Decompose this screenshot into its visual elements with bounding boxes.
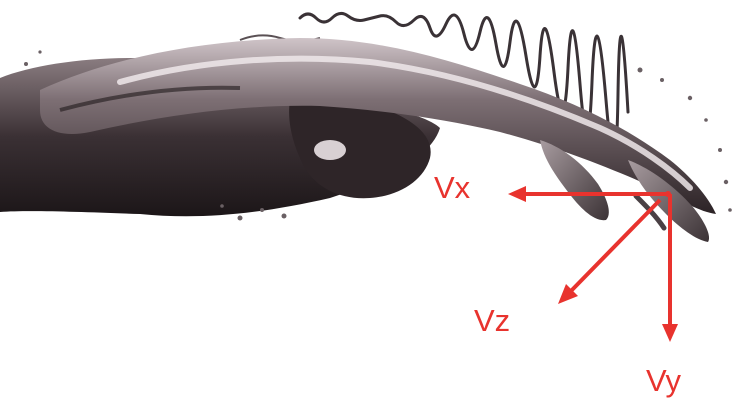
vz-label: Vz: [474, 303, 510, 338]
vy-label: Vy: [646, 363, 682, 398]
vz-arrow-shaft: [570, 200, 660, 292]
vy-arrow-head: [662, 324, 678, 342]
vx-label: Vx: [434, 170, 471, 205]
swimmer-illustration: [0, 13, 732, 242]
vx-arrow-head: [508, 186, 526, 202]
swimmer-goggle: [314, 140, 346, 160]
